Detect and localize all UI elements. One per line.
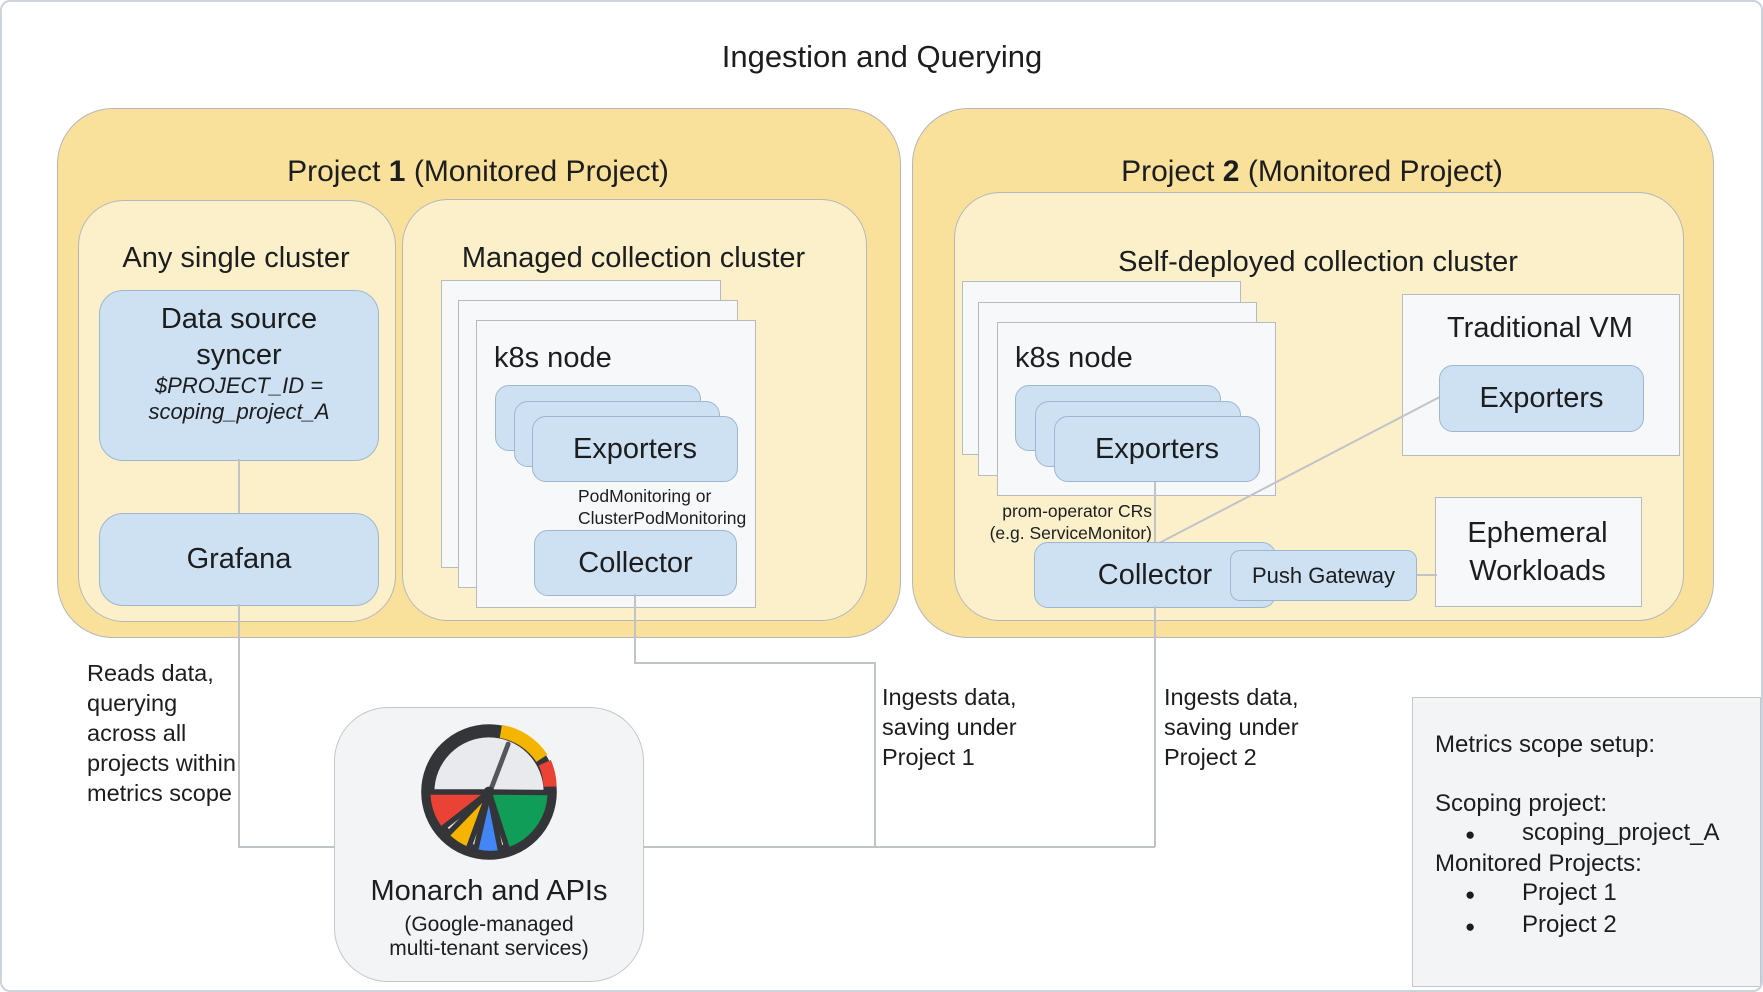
ephemeral-workloads-line2: Workloads bbox=[1469, 555, 1606, 587]
data-source-syncer-line1: Data source bbox=[160, 303, 318, 335]
traditional-vm-title: Traditional VM bbox=[1447, 311, 1633, 344]
connector-p2-exporters-to-collector bbox=[1154, 480, 1156, 544]
ingest-project2-annotation: Ingests data, saving under Project 2 bbox=[1164, 684, 1299, 770]
data-source-syncer-box: Data source syncer $PROJECT_ID = scoping… bbox=[99, 290, 379, 461]
data-source-syncer-value: scoping_project_A bbox=[148, 399, 330, 424]
project2-label-suffix: (Monitored Project) bbox=[1247, 155, 1503, 188]
cloud-monitoring-gauge-icon bbox=[421, 724, 557, 860]
connector-p2-collector-down bbox=[1154, 606, 1156, 847]
project1-label-suffix: (Monitored Project) bbox=[413, 155, 669, 188]
connector-grafana-down bbox=[238, 604, 240, 847]
connector-p1-elbow-horizontal bbox=[634, 662, 875, 664]
connector-p1-ingest-down bbox=[874, 662, 876, 847]
monarch-box: Monarch and APIs (Google-managed multi-t… bbox=[334, 707, 644, 982]
project1-label-number: 1 bbox=[388, 155, 406, 188]
metrics-scope-scoping-label: Scoping project: bbox=[1435, 789, 1608, 817]
prom-operator-note-line1: prom-operator CRs bbox=[1002, 501, 1152, 521]
p2-k8s-node-label: k8s node bbox=[1015, 342, 1133, 374]
project2-label: Project 2 (Monitored Project) bbox=[912, 152, 1712, 192]
push-gateway-box: Push Gateway bbox=[1230, 550, 1417, 601]
bullet-icon: ● bbox=[1465, 885, 1476, 905]
project2-label-number: 2 bbox=[1222, 155, 1240, 188]
prom-operator-note: prom-operator CRs (e.g. ServiceMonitor) bbox=[942, 501, 1152, 544]
diagram-title: Ingestion and Querying bbox=[721, 39, 1043, 74]
ingest-project1-annotation: Ingests data, saving under Project 1 bbox=[882, 684, 1017, 770]
pod-monitoring-note-line1: PodMonitoring or bbox=[578, 486, 712, 506]
p2-exporters-box: Exporters bbox=[1054, 416, 1260, 482]
p1-exporters-box: Exporters bbox=[532, 416, 738, 482]
ephemeral-workloads-label: Ephemeral Workloads bbox=[1435, 514, 1640, 590]
project1-label: Project 1 (Monitored Project) bbox=[57, 152, 899, 192]
metrics-scope-monitored-item-2: ● Project 2 bbox=[1435, 910, 1760, 941]
p1-k8s-node-label: k8s node bbox=[494, 342, 612, 374]
managed-cluster-title: Managed collection cluster bbox=[461, 241, 806, 274]
prom-operator-note-line2: (e.g. ServiceMonitor) bbox=[989, 522, 1152, 543]
connector-main-horizontal bbox=[238, 846, 1155, 848]
ephemeral-workloads-line1: Ephemeral bbox=[1467, 517, 1608, 549]
vm-exporters-box: Exporters bbox=[1439, 365, 1644, 432]
metrics-scope-box: Metrics scope setup: Scoping project: ● … bbox=[1412, 697, 1761, 987]
ephemeral-workloads-card bbox=[1435, 497, 1642, 607]
pod-monitoring-note-line2: ClusterPodMonitoring bbox=[578, 507, 747, 528]
metrics-scope-heading: Metrics scope setup: bbox=[1435, 731, 1656, 758]
self-deployed-cluster-title: Self-deployed collection cluster bbox=[1118, 245, 1518, 278]
data-source-syncer-var: $PROJECT_ID = bbox=[154, 373, 324, 398]
pod-monitoring-note: PodMonitoring or ClusterPodMonitoring bbox=[578, 486, 746, 529]
monarch-title: Monarch and APIs bbox=[370, 875, 608, 907]
p1-collector-box: Collector bbox=[534, 530, 737, 596]
connector-p1-collector-down bbox=[634, 594, 636, 663]
connector-pushgateway-to-ephemeral bbox=[1415, 574, 1437, 576]
monarch-subtitle-line2: multi-tenant services) bbox=[389, 937, 589, 960]
project2-label-prefix: Project bbox=[1121, 155, 1215, 188]
metrics-scope-scoping-item: ● scoping_project_A bbox=[1435, 818, 1760, 849]
monarch-subtitle-line1: (Google-managed bbox=[404, 913, 574, 936]
any-single-cluster-title: Any single cluster bbox=[122, 241, 350, 274]
metrics-scope-monitored-label: Monitored Projects: bbox=[1435, 850, 1642, 878]
connector-syncer-to-grafana bbox=[238, 459, 240, 513]
bullet-icon: ● bbox=[1465, 824, 1476, 844]
bullet-icon: ● bbox=[1465, 916, 1476, 936]
data-source-syncer-line2: syncer bbox=[196, 339, 282, 371]
project1-label-prefix: Project bbox=[287, 155, 381, 188]
grafana-box: Grafana bbox=[99, 513, 379, 606]
reads-data-annotation: Reads data, querying across all projects… bbox=[87, 660, 236, 806]
metrics-scope-monitored-item-1: ● Project 1 bbox=[1435, 878, 1760, 909]
